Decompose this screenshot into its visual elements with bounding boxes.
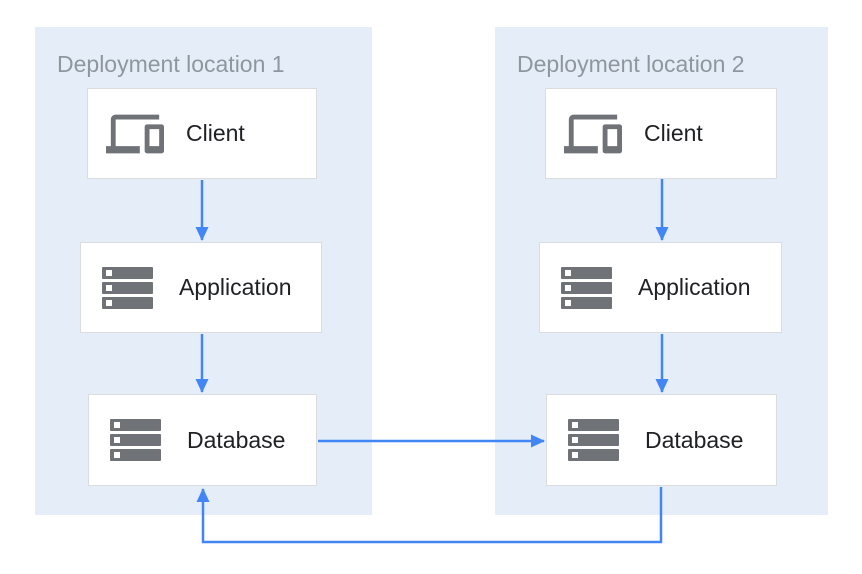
node-label: Application xyxy=(638,274,751,300)
node-application-2: Application xyxy=(539,242,782,333)
node-label: Database xyxy=(187,426,286,453)
server-stack-icon xyxy=(565,419,623,461)
node-label: Client xyxy=(186,120,245,146)
deployment-zone-2: Deployment location 2 Client A xyxy=(495,27,828,515)
server-stack-icon xyxy=(99,266,157,309)
node-label: Database xyxy=(645,426,744,453)
server-stack-icon xyxy=(558,266,616,309)
deployment-zone-1: Deployment location 1 Client A xyxy=(35,27,372,515)
server-stack-icon xyxy=(107,419,165,461)
node-label: Application xyxy=(179,274,292,300)
node-label: Client xyxy=(644,120,703,146)
node-database-1: Database xyxy=(88,394,317,486)
node-application-1: Application xyxy=(80,242,322,333)
devices-icon xyxy=(564,105,622,163)
node-client-1: Client xyxy=(87,88,317,179)
node-database-2: Database xyxy=(546,394,777,486)
zone-2-title: Deployment location 2 xyxy=(517,51,745,77)
zone-1-title: Deployment location 1 xyxy=(57,51,285,77)
node-client-2: Client xyxy=(545,88,777,179)
devices-icon xyxy=(106,105,164,163)
